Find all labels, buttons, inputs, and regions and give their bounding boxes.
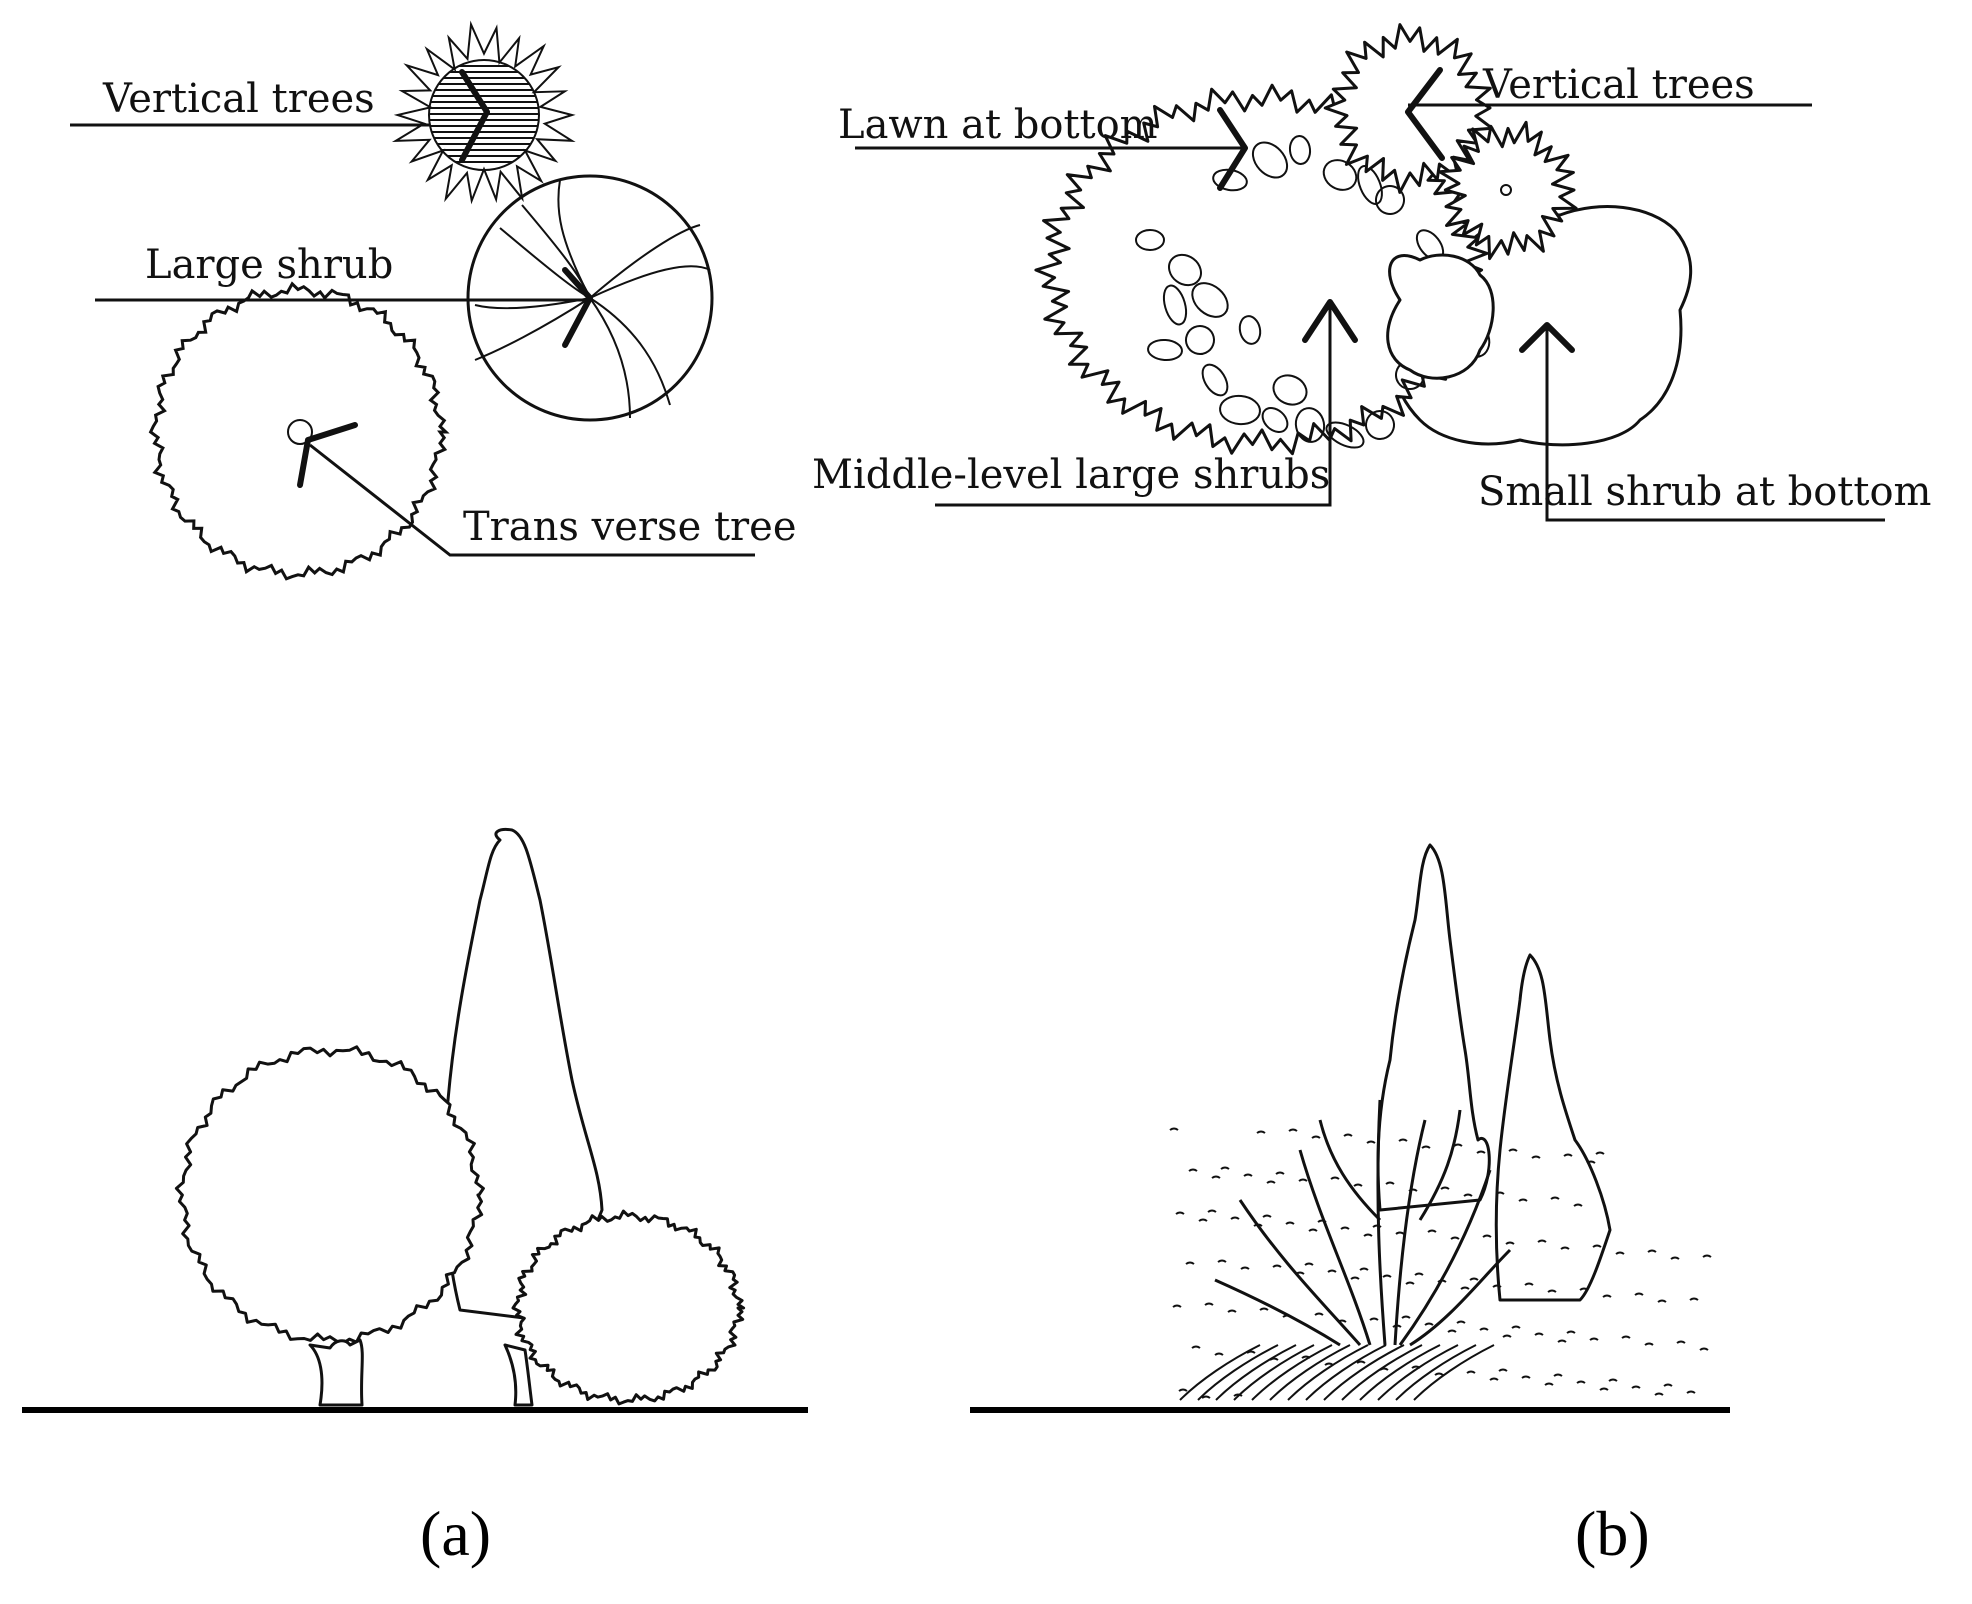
conifer-small-b [1494, 953, 1612, 1302]
large-shrub-symbol-a [466, 174, 714, 422]
label-a-large-shrub: Large shrub [145, 242, 393, 288]
panel-b-elevation [970, 843, 1730, 1413]
label-a-vertical-trees: Vertical trees [102, 76, 375, 122]
small-shrub-a [511, 1209, 746, 1406]
panel-a-plan: Vertical trees Large shrub Trans verse t… [70, 20, 797, 581]
panel-a-elevation [22, 828, 808, 1413]
transverse-tree-symbol-a [148, 281, 450, 581]
panel-label-a: (a) [420, 1498, 491, 1569]
label-a-transverse-tree: Trans verse tree [463, 504, 797, 550]
vertical-tree-symbol-b2 [1438, 120, 1578, 261]
shrub-foliage-dots-b [1169, 1127, 1712, 1399]
round-tree-a [174, 1045, 485, 1345]
vertical-tree-symbol-a [391, 20, 576, 205]
shrub-branches-b [1179, 1099, 1512, 1401]
panel-label-b: (b) [1575, 1498, 1650, 1569]
conifer-tall-b [1376, 843, 1491, 1212]
label-b-vertical-trees: Vertical trees [1482, 62, 1755, 108]
lawn-pebbles-b [1135, 135, 1491, 449]
label-b-lawn-at-bottom: Lawn at bottom [838, 102, 1158, 148]
label-b-middle-level-large-shrubs: Middle-level large shrubs [812, 452, 1330, 498]
label-b-small-shrub-at-bottom: Small shrub at bottom [1478, 469, 1931, 515]
panel-b-plan: Vertical trees Lawn at bottom Middle-lev… [812, 23, 1931, 522]
